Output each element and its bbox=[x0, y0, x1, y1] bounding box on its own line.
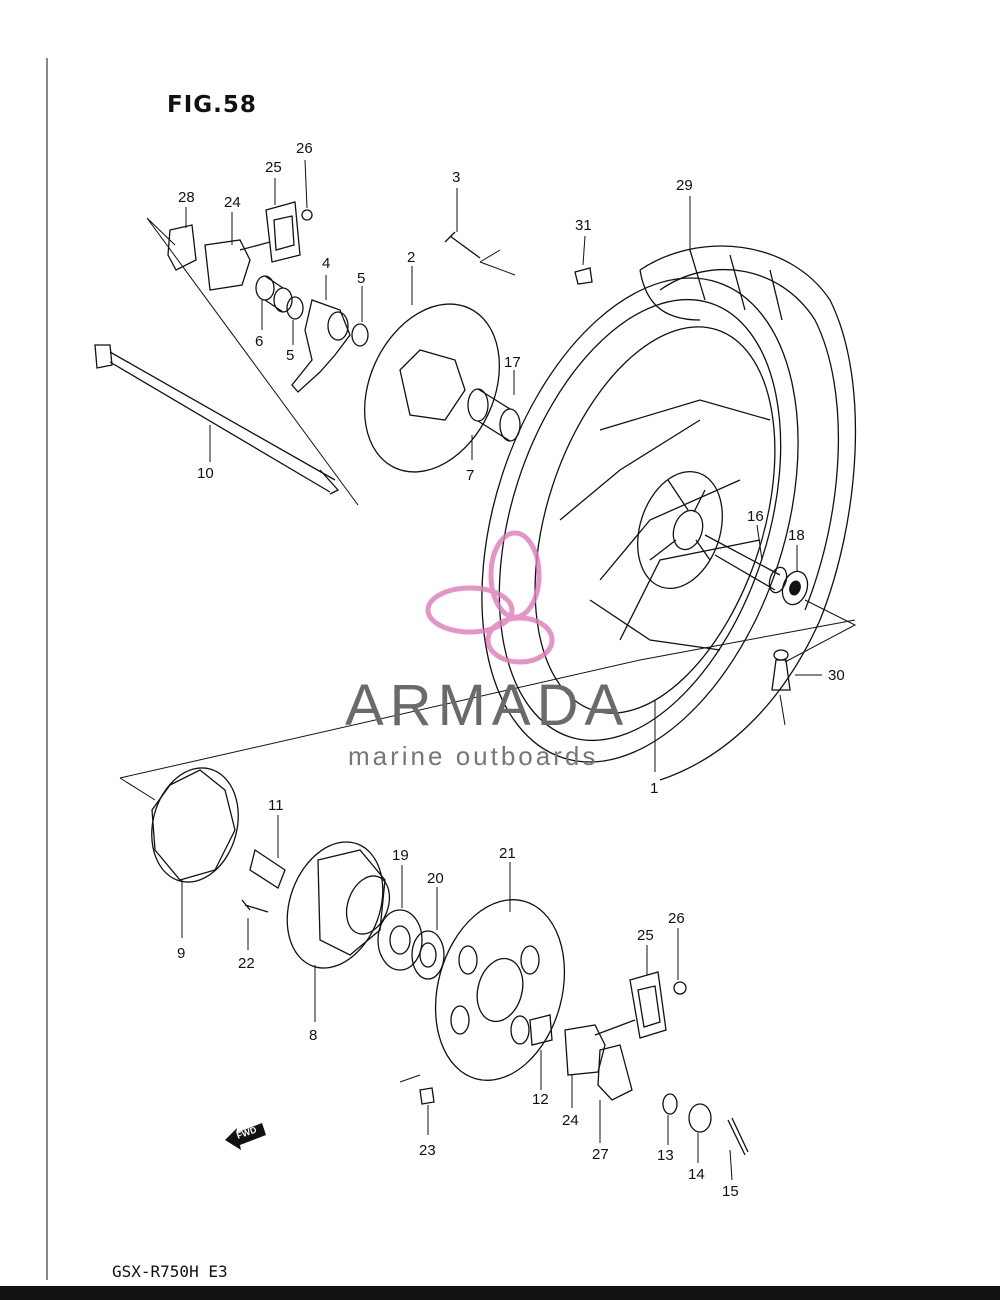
callout-17: 17 bbox=[504, 354, 521, 371]
watermark-brand: ARMADA bbox=[345, 673, 629, 738]
callout-20: 20 bbox=[427, 870, 444, 887]
hub-bearing bbox=[377, 909, 423, 971]
callout-2: 2 bbox=[407, 249, 415, 266]
watermark-tagline: marine outboards bbox=[348, 741, 598, 771]
callout-8: 8 bbox=[309, 1027, 317, 1044]
callout-1: 1 bbox=[650, 780, 658, 797]
wheel-hub bbox=[637, 470, 723, 590]
figure-title: FIG.58 bbox=[167, 92, 257, 118]
axle-washer bbox=[662, 1093, 678, 1115]
castle-nut bbox=[688, 1103, 712, 1133]
chain-adjuster-left bbox=[204, 239, 271, 291]
sprocket-nut bbox=[419, 1087, 435, 1105]
adjuster-block-right bbox=[629, 971, 667, 1039]
rear-sprocket bbox=[434, 899, 566, 1081]
callouts: 28 24 25 26 3 31 29 2 4 5 6 5 10 17 7 16… bbox=[177, 140, 845, 1200]
callout-5: 5 bbox=[357, 270, 365, 287]
cap-nut bbox=[574, 267, 593, 285]
axle-spacer-left bbox=[255, 275, 293, 313]
callout-28: 28 bbox=[178, 189, 195, 206]
callout-14: 14 bbox=[688, 1166, 705, 1183]
wheel-bearing bbox=[781, 570, 809, 606]
callout-21: 21 bbox=[499, 845, 516, 862]
rear-sprocket-hub bbox=[286, 841, 391, 969]
rear-tire bbox=[639, 245, 857, 781]
callout-25: 25 bbox=[265, 159, 282, 176]
callout-4: 4 bbox=[322, 255, 330, 272]
chain-adjuster-right bbox=[564, 1019, 636, 1076]
callout-6: 6 bbox=[255, 333, 263, 350]
hub-bolt bbox=[241, 899, 269, 913]
callout-24: 24 bbox=[224, 194, 241, 211]
callout-23: 23 bbox=[419, 1142, 436, 1159]
tire-valve bbox=[771, 649, 791, 691]
callout-30: 30 bbox=[828, 667, 845, 684]
adjuster-plate-right bbox=[597, 1044, 633, 1101]
callout-13: 13 bbox=[657, 1147, 674, 1164]
model-code: GSX-R750H E3 bbox=[112, 1262, 228, 1281]
callout-5: 5 bbox=[286, 347, 294, 364]
callout-27: 27 bbox=[592, 1146, 609, 1163]
adjuster-plate-left bbox=[167, 224, 197, 271]
nut-left bbox=[301, 209, 313, 221]
caliper-holder bbox=[291, 299, 351, 393]
callout-9: 9 bbox=[177, 945, 185, 962]
axle-spacer bbox=[704, 534, 788, 594]
hub-spacer bbox=[249, 848, 286, 889]
callout-29: 29 bbox=[676, 177, 693, 194]
callout-18: 18 bbox=[788, 527, 805, 544]
callout-15: 15 bbox=[722, 1183, 739, 1200]
cotter-pin bbox=[727, 1117, 749, 1156]
oil-seal bbox=[411, 930, 445, 980]
leader-lines bbox=[119, 159, 857, 1181]
disc-spacer bbox=[467, 388, 521, 442]
callout-19: 19 bbox=[392, 847, 409, 864]
bottom-border bbox=[0, 1286, 1000, 1300]
sprocket-spacer bbox=[529, 1014, 553, 1046]
bushing bbox=[286, 296, 369, 347]
brake-disc bbox=[363, 303, 501, 473]
wheel bbox=[481, 277, 799, 763]
callout-26: 26 bbox=[296, 140, 313, 157]
callout-24: 24 bbox=[562, 1112, 579, 1129]
armada-logo bbox=[425, 530, 555, 665]
adjuster-block-left bbox=[265, 201, 301, 263]
cushion-damper bbox=[151, 767, 239, 883]
callout-12: 12 bbox=[532, 1091, 549, 1108]
nut-right bbox=[673, 981, 687, 995]
callout-22: 22 bbox=[238, 955, 255, 972]
callout-16: 16 bbox=[747, 508, 764, 525]
callout-11: 11 bbox=[268, 797, 284, 814]
callout-3: 3 bbox=[452, 169, 460, 186]
disc-bolt bbox=[444, 231, 481, 259]
callout-10: 10 bbox=[197, 465, 214, 482]
callout-31: 31 bbox=[575, 217, 592, 234]
fwd-arrow-icon: FWD bbox=[225, 1123, 266, 1150]
callout-26: 26 bbox=[668, 910, 685, 927]
callout-7: 7 bbox=[466, 467, 474, 484]
rear-axle bbox=[94, 344, 340, 495]
callout-25: 25 bbox=[637, 927, 654, 944]
